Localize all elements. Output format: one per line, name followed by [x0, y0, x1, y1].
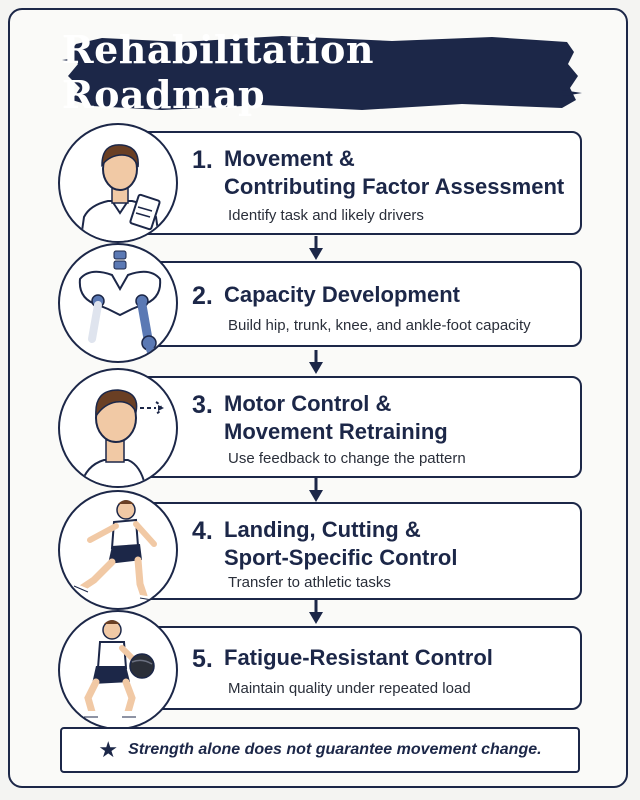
- step-heading: 5. Fatigue-Resistant Control: [192, 644, 582, 674]
- step-title-line: Capacity Development: [224, 282, 460, 307]
- step-number: 1.: [192, 146, 213, 174]
- down-arrow-icon: [309, 350, 323, 374]
- step-card-5: 5. Fatigue-Resistant Control Maintain qu…: [118, 626, 582, 710]
- step-heading: 3. Motor Control & Movement Retraining: [192, 390, 582, 446]
- step-heading: 4. Landing, Cutting & Sport-Specific Con…: [192, 516, 582, 572]
- step-description: Maintain quality under repeated load: [228, 680, 471, 697]
- step-description: Build hip, trunk, knee, and ankle-foot c…: [228, 317, 531, 334]
- step-description: Use feedback to change the pattern: [228, 450, 466, 467]
- step-title-line: Movement &: [224, 146, 355, 171]
- step-heading: 2. Capacity Development: [192, 281, 582, 311]
- step-number: 2.: [192, 282, 213, 310]
- down-arrow-icon: [309, 600, 323, 624]
- down-arrow-icon: [309, 236, 323, 260]
- step-card-1: 1. Movement & Contributing Factor Assess…: [118, 131, 582, 235]
- step-title-line: Movement Retraining: [224, 419, 448, 444]
- step-description: Transfer to athletic tasks: [228, 574, 391, 591]
- pelvis-leg-skeleton-icon: [58, 243, 178, 363]
- step-title-line: Contributing Factor Assessment: [224, 174, 565, 199]
- step-title-line: Fatigue-Resistant Control: [224, 645, 493, 670]
- step-heading: 1. Movement & Contributing Factor Assess…: [192, 145, 582, 201]
- step-card-2: 2. Capacity Development Build hip, trunk…: [118, 261, 582, 347]
- athlete-cutting-icon: [58, 490, 178, 610]
- brush-stroke-background: [62, 36, 582, 110]
- step-description: Identify task and likely drivers: [228, 207, 424, 224]
- squat-medicine-ball-icon: [58, 610, 178, 730]
- down-arrow-icon: [309, 478, 323, 502]
- step-card-4: 4. Landing, Cutting & Sport-Specific Con…: [118, 502, 582, 600]
- footer-note: Strength alone does not guarantee moveme…: [128, 741, 542, 758]
- head-feedback-icon: [58, 368, 178, 488]
- step-title-line: Landing, Cutting &: [224, 517, 421, 542]
- footer-banner: ★ Strength alone does not guarantee move…: [60, 727, 580, 773]
- page-title: Rehabilitation Roadmap: [62, 27, 375, 117]
- star-icon: ★: [98, 737, 119, 762]
- step-number: 4.: [192, 517, 213, 545]
- step-title-line: Motor Control &: [224, 391, 392, 416]
- step-card-3: 3. Motor Control & Movement Retraining U…: [118, 376, 582, 478]
- title-banner: Rehabilitation Roadmap: [62, 27, 582, 117]
- clinician-clipboard-icon: [58, 123, 178, 243]
- step-title-line: Sport-Specific Control: [224, 545, 458, 570]
- step-number: 5.: [192, 645, 213, 673]
- step-number: 3.: [192, 391, 213, 419]
